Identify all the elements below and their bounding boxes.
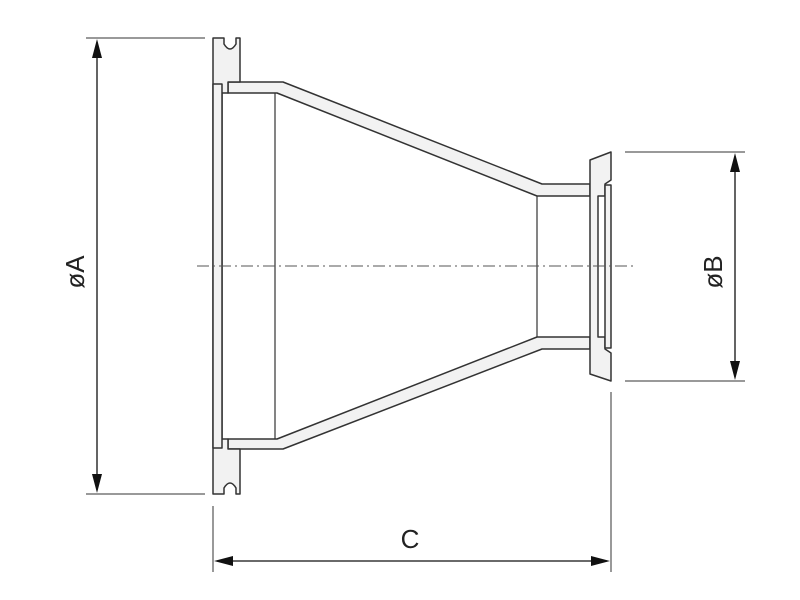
dim-c-arrow-left bbox=[214, 556, 233, 566]
dimension-b: øB bbox=[625, 151, 745, 382]
dim-b-arrow-bottom bbox=[730, 361, 740, 380]
dim-a-arrow-bottom bbox=[92, 474, 102, 493]
dim-a-label: øA bbox=[60, 255, 90, 289]
upper-cone-wall bbox=[227, 81, 591, 197]
lower-cone-wall bbox=[227, 336, 591, 450]
dim-b-label: øB bbox=[698, 255, 728, 288]
dimension-c: C bbox=[212, 392, 612, 572]
dim-a-arrow-top bbox=[92, 39, 102, 58]
dim-c-label: C bbox=[401, 524, 420, 554]
dim-b-arrow-top bbox=[730, 153, 740, 172]
dimension-a: øA bbox=[60, 37, 205, 495]
dim-c-arrow-right bbox=[591, 556, 610, 566]
small-flange-outline bbox=[589, 151, 612, 382]
